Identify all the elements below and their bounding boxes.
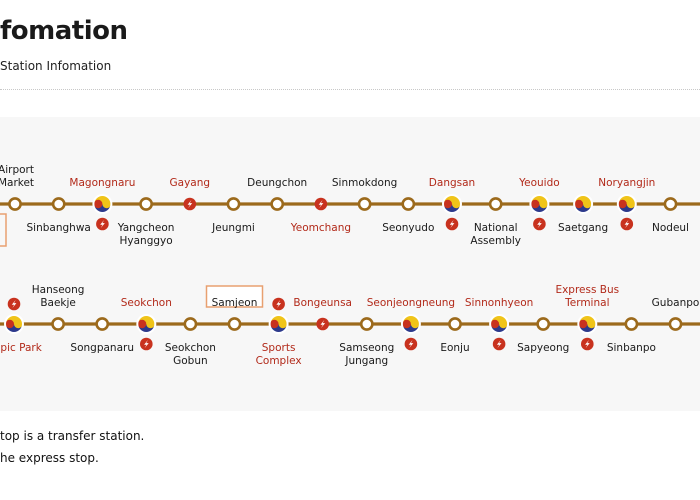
station-samseong-jungang-station-marker[interactable] [359, 317, 374, 331]
station-seokchon-express-icon [140, 337, 153, 351]
station-national-assembly-station-marker[interactable] [488, 197, 503, 211]
station-seonjeongneung-transfer-icon [400, 314, 421, 334]
station-seonyudo-label: Seonyudo [382, 222, 434, 234]
station-gayang-express-icon [183, 197, 197, 211]
station-mpic-park-transfer-icon [4, 314, 24, 334]
breadcrumb[interactable]: Station Infomation [0, 59, 112, 73]
header-divider [0, 89, 700, 90]
station-sinmokdong-station-marker[interactable] [357, 197, 372, 211]
station-sinbanghwa-label: Sinbanghwa [27, 222, 91, 234]
station-gubanpo-station-marker[interactable] [668, 317, 683, 331]
station-yeomchang-label: Yeomchang [290, 222, 351, 234]
station-express-bus-terminal-express-icon [581, 337, 594, 351]
station-saetgang-transfer-icon [573, 194, 594, 214]
station-express-bus-terminal-transfer-icon [577, 314, 598, 334]
station-dangsan-label: Dangsan [429, 177, 475, 189]
station-seonjeongneung-label: Seonjeongneung [367, 297, 455, 309]
station-eonju-station-marker[interactable] [448, 317, 462, 331]
station-seokchon-transfer-icon [136, 314, 157, 334]
station-mpic-park-express-icon [7, 297, 21, 311]
station-mpic-park-label: mpic Park [0, 342, 43, 354]
station-gubanpo-label: Gubanpo [652, 297, 700, 309]
station-hanseong-baekje-station-marker[interactable] [51, 317, 65, 331]
station-magongnaru-express-icon [96, 217, 109, 231]
station-seokchon-gobun-station-marker[interactable] [183, 317, 198, 331]
station-bongeunsa-express-icon [316, 317, 330, 331]
station-sinbanpo-station-marker[interactable] [624, 317, 639, 331]
station-airport-market-station-marker[interactable] [8, 197, 22, 211]
station-sinbanpo-label: Sinbanpo [607, 342, 656, 354]
station-seonjeongneung-express-icon [404, 337, 418, 351]
station-noryangjin-express-icon [620, 217, 634, 231]
station-yeomchang-express-icon [314, 197, 328, 211]
station-magongnaru-transfer-icon [92, 194, 113, 214]
station-yangcheon-hyanggyo-station-marker[interactable] [139, 197, 153, 211]
station-gayang-label: Gayang [170, 177, 211, 189]
station-sapyeong-station-marker[interactable] [536, 317, 551, 331]
station-sports-complex-transfer-icon [268, 314, 289, 334]
station-sinbanghwa-station-marker[interactable] [51, 197, 66, 211]
station-sinnonhyeon-transfer-icon [489, 314, 510, 334]
station-sinnonhyeon-express-icon [492, 337, 506, 351]
station-sinnonhyeon-label: Sinnonhyeon [465, 297, 533, 309]
legend-transfer-text: top is a transfer station. [0, 429, 145, 443]
station-noryangjin-transfer-icon [616, 194, 637, 214]
legend-express-text: he express stop. [0, 451, 99, 465]
station-deungchon-station-marker[interactable] [270, 197, 285, 211]
station-saetgang-label: Saetgang [558, 222, 608, 234]
station-jeungmi-label: Jeungmi [211, 222, 255, 234]
station-songpanaru-station-marker[interactable] [95, 317, 110, 331]
station-magongnaru-label: Magongnaru [69, 177, 135, 189]
station-deungchon-label: Deungchon [247, 177, 307, 189]
station-samjeon-boxed-label: Samjeon [212, 297, 258, 309]
station-bongeunsa-label: Bongeunsa [293, 297, 352, 309]
station-nodeul-label: Nodeul [652, 222, 689, 234]
page-title: fomation [0, 16, 128, 46]
station-seokchon-label: Seokchon [121, 297, 172, 309]
edge-highlight-box [0, 213, 7, 247]
station-samjeon-station-marker[interactable] [227, 317, 242, 331]
station-nodeul-station-marker[interactable] [663, 197, 678, 211]
station-songpanaru-label: Songpanaru [70, 342, 134, 354]
station-yeouido-transfer-icon [529, 194, 550, 214]
station-sapyeong-label: Sapyeong [517, 342, 569, 354]
station-yeouido-express-icon [533, 217, 546, 231]
station-dangsan-transfer-icon [442, 194, 462, 214]
station-noryangjin-label: Noryangjin [598, 177, 655, 189]
station-sinmokdong-label: Sinmokdong [332, 177, 397, 189]
station-seonyudo-station-marker[interactable] [401, 197, 416, 211]
station-jeungmi-station-marker[interactable] [226, 197, 241, 211]
station-yeouido-label: Yeouido [518, 177, 560, 189]
station-samjeon-highlight-box [205, 285, 264, 308]
station-eonju-label: Eonju [440, 342, 469, 354]
station-sports-complex-express-icon [272, 297, 285, 311]
station-dangsan-express-icon [445, 217, 459, 231]
